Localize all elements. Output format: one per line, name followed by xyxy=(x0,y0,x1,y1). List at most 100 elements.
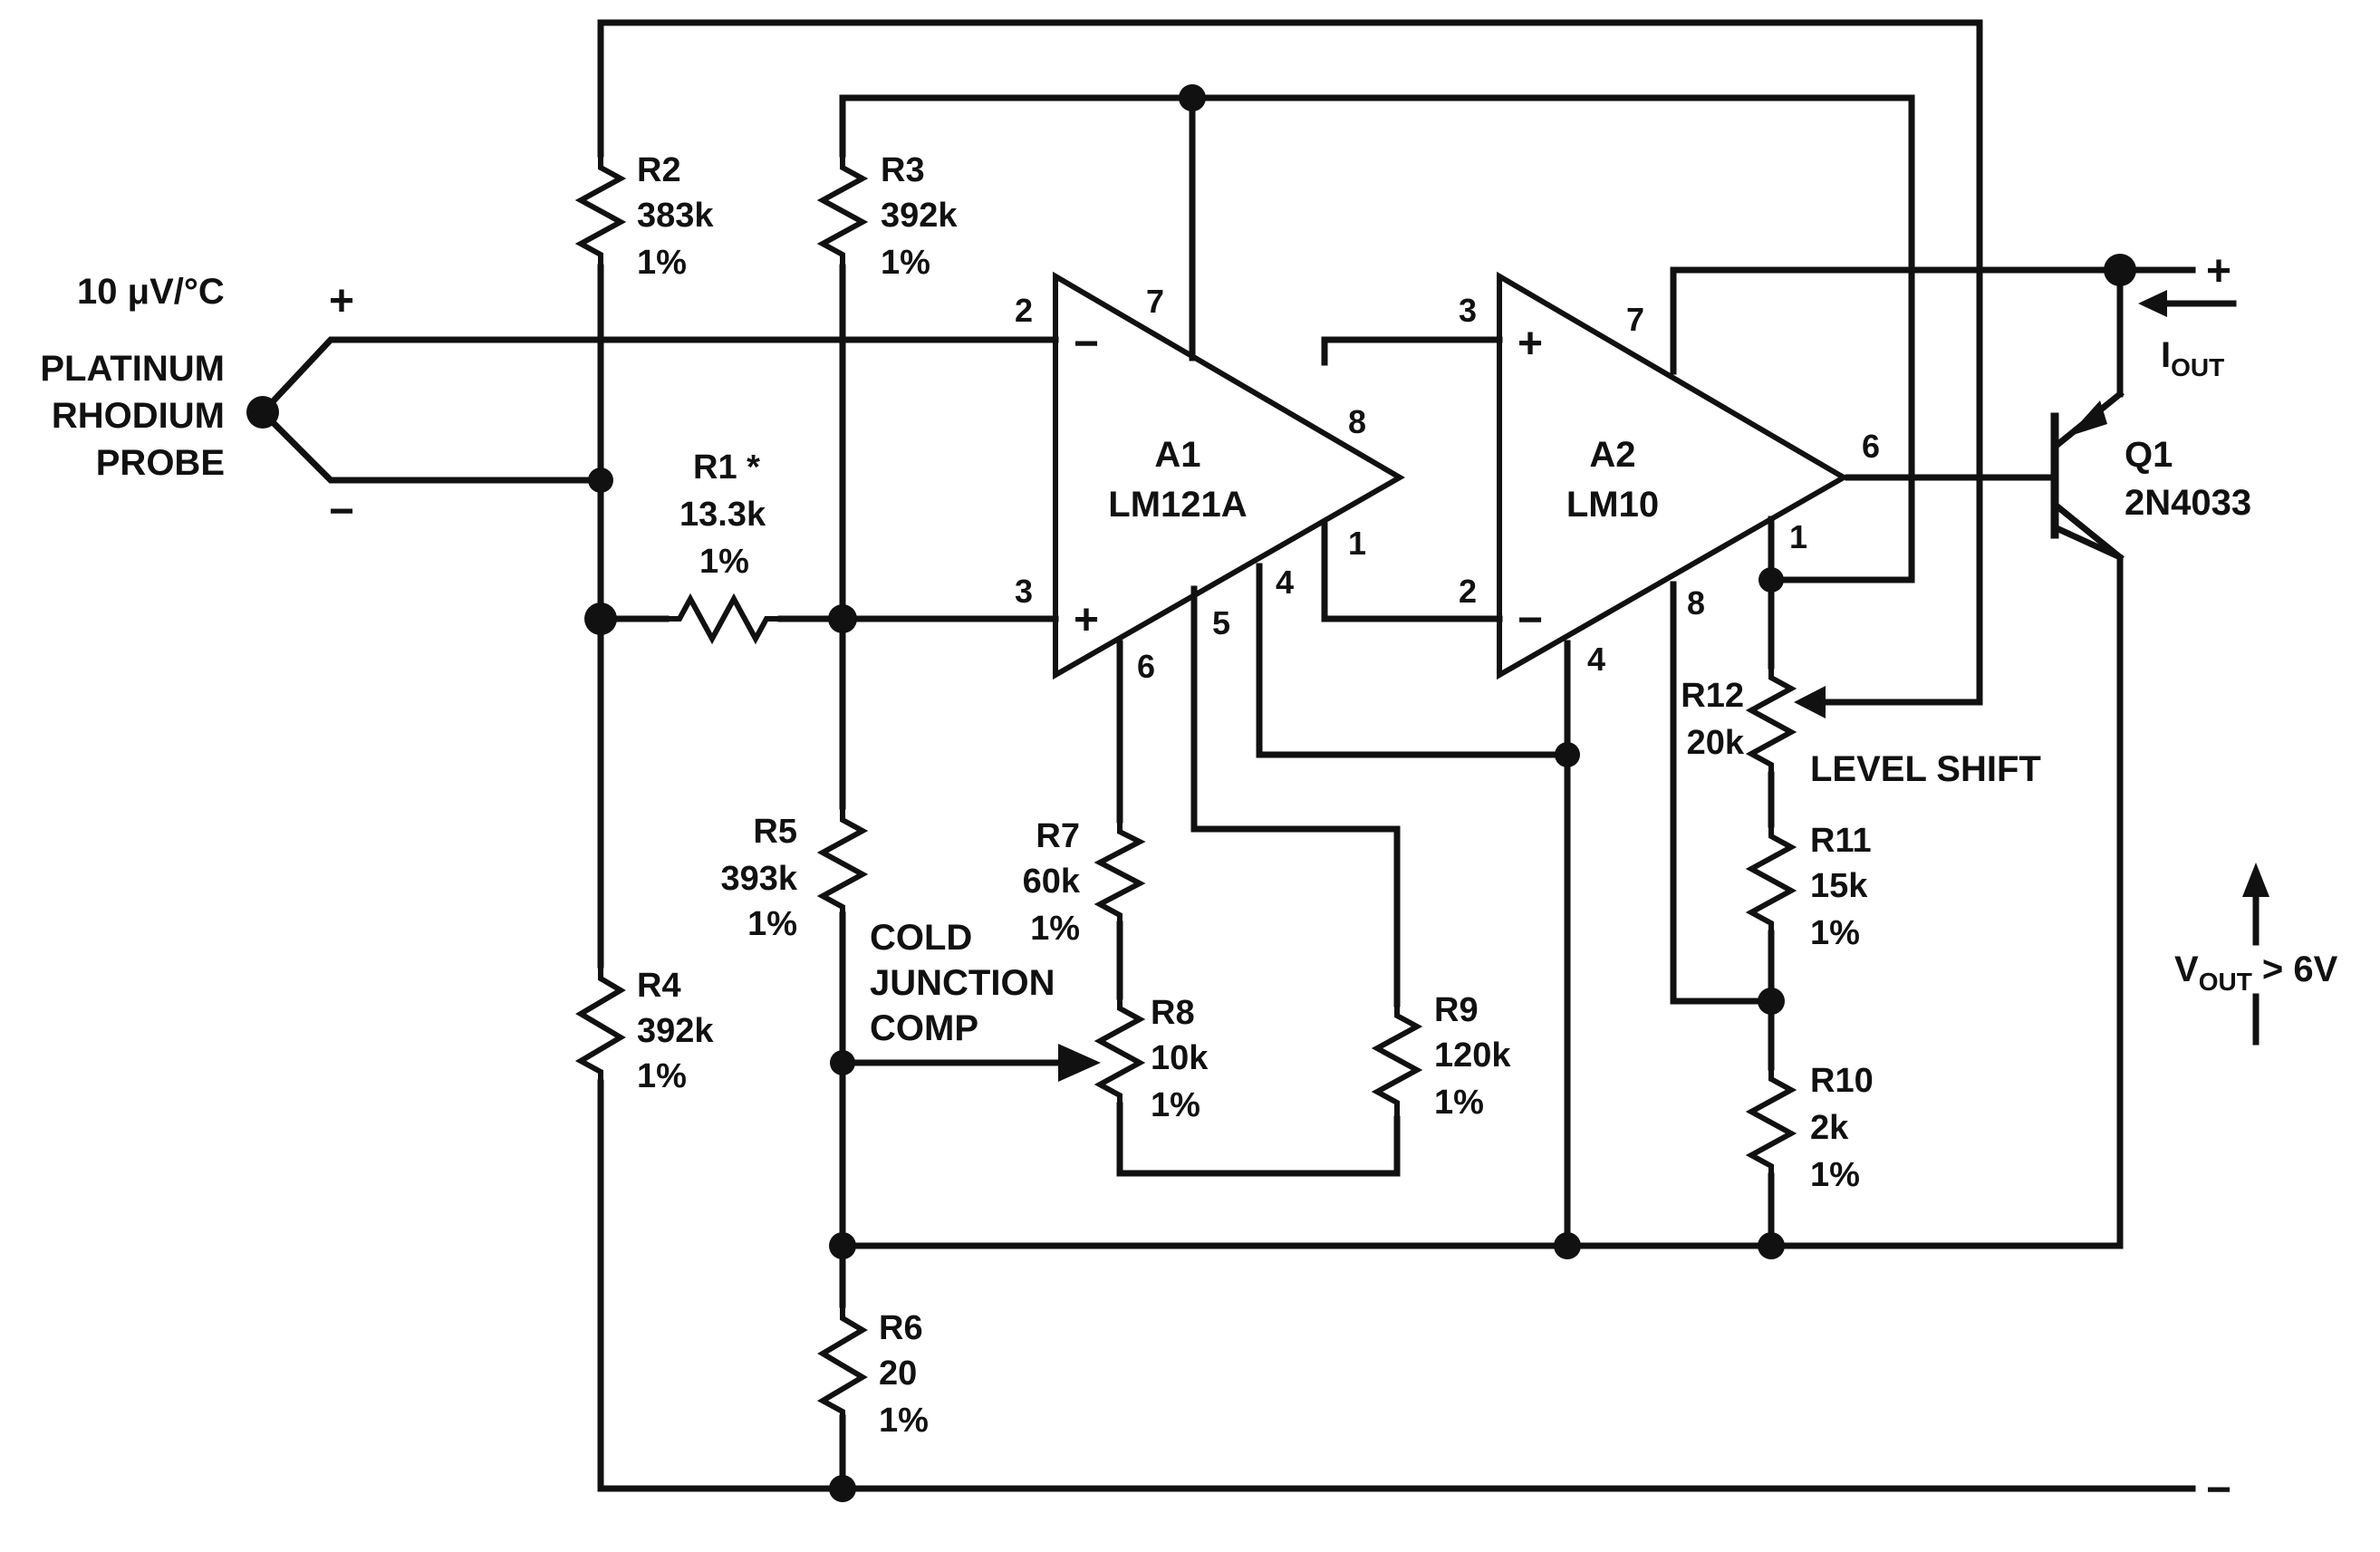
a1-name: A1 xyxy=(1154,435,1200,475)
cjc-line-2: JUNCTION xyxy=(870,963,1055,1003)
wire-probe-plus xyxy=(258,336,1059,417)
junction-cjc xyxy=(830,1050,855,1075)
probe-name-line-1: PLATINUM xyxy=(40,349,225,389)
vout-rest: > 6V xyxy=(2252,950,2338,989)
vout-label: VOUT > 6V xyxy=(2174,950,2338,996)
wire-second-rail xyxy=(839,94,1915,583)
resistor-r2 xyxy=(574,154,627,267)
resistor-r8 xyxy=(1094,997,1146,1105)
junction-common-r10 xyxy=(1758,1232,1785,1259)
r6-name: R6 xyxy=(879,1309,923,1347)
vout-sub: OUT xyxy=(2199,968,2252,996)
junction-common-a2 xyxy=(1554,1232,1581,1259)
wire-a1-p1-to-a2-minus xyxy=(1321,522,1503,622)
a1-pin-out: 8 xyxy=(1348,403,1366,440)
iout-label: IOUT xyxy=(2161,335,2224,381)
r4-value: 392k xyxy=(637,1012,714,1050)
junction-common-left xyxy=(829,1232,856,1259)
r2-value: 383k xyxy=(637,197,714,235)
resistor-r4 xyxy=(574,965,626,1083)
r9-tol: 1% xyxy=(1434,1084,1484,1122)
r8-value: 10k xyxy=(1151,1039,1209,1077)
vout-arrowhead xyxy=(2242,863,2269,897)
a2-pin-out: 6 xyxy=(1862,428,1880,465)
wire-a2-vplus xyxy=(1670,266,2196,375)
r9-value: 120k xyxy=(1434,1036,1511,1075)
resistor-r10 xyxy=(1745,1067,1797,1176)
iout-main: I xyxy=(2161,335,2171,375)
junction-r1-right xyxy=(828,604,857,633)
q1-name: Q1 xyxy=(2125,435,2173,475)
r5-name: R5 xyxy=(753,813,797,851)
iout-sub: OUT xyxy=(2171,353,2224,381)
r7-value: 60k xyxy=(1023,863,1081,901)
wire-a1-out-to-a2-plus xyxy=(1321,336,1503,366)
wire-probe-minus xyxy=(258,408,604,484)
r6-tol: 1% xyxy=(879,1402,929,1440)
resistor-r3 xyxy=(816,154,869,267)
a2-pin-1: 1 xyxy=(1789,518,1807,555)
transistor-q1 xyxy=(2050,390,2125,562)
resistor-r5 xyxy=(816,806,869,915)
resistors xyxy=(574,154,1797,1418)
wire-top-loop xyxy=(597,19,1983,706)
a1-pin-5: 5 xyxy=(1212,604,1230,641)
r5-value: 393k xyxy=(720,860,797,898)
r8-tol: 1% xyxy=(1151,1086,1200,1124)
r3-tol: 1% xyxy=(881,244,930,282)
r4-name: R4 xyxy=(637,967,681,1005)
r1-name: R1 * xyxy=(693,448,760,487)
cjc-line-3: COMP xyxy=(870,1008,978,1048)
a1-pin-inv: 2 xyxy=(1015,292,1033,329)
r12-wiper-arrowhead xyxy=(1794,686,1826,718)
a1-pin-6: 6 xyxy=(1137,648,1155,685)
a1-pin-noninv: 3 xyxy=(1015,573,1033,610)
r8-name: R8 xyxy=(1151,994,1195,1032)
a2-pin-inv: 2 xyxy=(1459,573,1477,610)
resistor-r6 xyxy=(816,1305,868,1418)
r11-value: 15k xyxy=(1810,867,1868,905)
a2-minus-sign: − xyxy=(1518,596,1543,644)
a2-pin-vminus: 4 xyxy=(1587,641,1605,678)
a2-pin-8: 8 xyxy=(1687,584,1705,622)
a1-pin-vplus: 7 xyxy=(1146,283,1164,320)
wires xyxy=(258,19,2260,1492)
r2-name: R2 xyxy=(637,151,681,189)
probe-minus-sign: − xyxy=(329,487,354,535)
r10-value: 2k xyxy=(1810,1109,1849,1147)
r3-name: R3 xyxy=(881,151,925,189)
a1-pin-4: 4 xyxy=(1276,564,1294,601)
a1-pin-1: 1 xyxy=(1348,525,1366,562)
a2-pin-noninv: 3 xyxy=(1459,292,1477,329)
output-minus-sign: − xyxy=(2206,1466,2231,1514)
a1-plus-sign: + xyxy=(1074,596,1099,644)
wire-common-rail xyxy=(839,524,2124,1249)
junction-probe xyxy=(246,396,279,429)
r12-name: R12 xyxy=(1681,677,1744,715)
opamp-a2 xyxy=(1497,271,1849,680)
level-shift-label: LEVEL SHIFT xyxy=(1810,749,2041,789)
r10-tol: 1% xyxy=(1810,1156,1860,1194)
r2-tol: 1% xyxy=(637,244,687,282)
junction-r1-left xyxy=(584,602,617,635)
junction-a2-p4 xyxy=(1555,742,1580,767)
probe-name-line-3: PROBE xyxy=(96,443,225,483)
wire-a2-p8-to-node xyxy=(1670,581,1775,1005)
junction-r12-top xyxy=(1759,567,1784,593)
probe-name-line-2: RHODIUM xyxy=(52,396,225,436)
r9-name: R9 xyxy=(1434,991,1479,1029)
q1-part: 2N4033 xyxy=(2125,483,2251,523)
r4-tol: 1% xyxy=(637,1057,687,1095)
opamp-a1 xyxy=(1053,271,1405,680)
q1-emitter-arrow xyxy=(2067,400,2107,437)
r1-value: 13.3k xyxy=(679,496,766,534)
output-plus-sign: + xyxy=(2206,247,2231,295)
junction-probe-minus xyxy=(588,468,613,493)
resistor-r7 xyxy=(1094,820,1146,924)
r5-tol: 1% xyxy=(747,905,797,943)
cjc-wiper-arrowhead xyxy=(1058,1044,1101,1082)
a2-plus-sign: + xyxy=(1518,320,1543,368)
resistor-r1 xyxy=(666,593,781,645)
r11-tol: 1% xyxy=(1810,914,1860,952)
